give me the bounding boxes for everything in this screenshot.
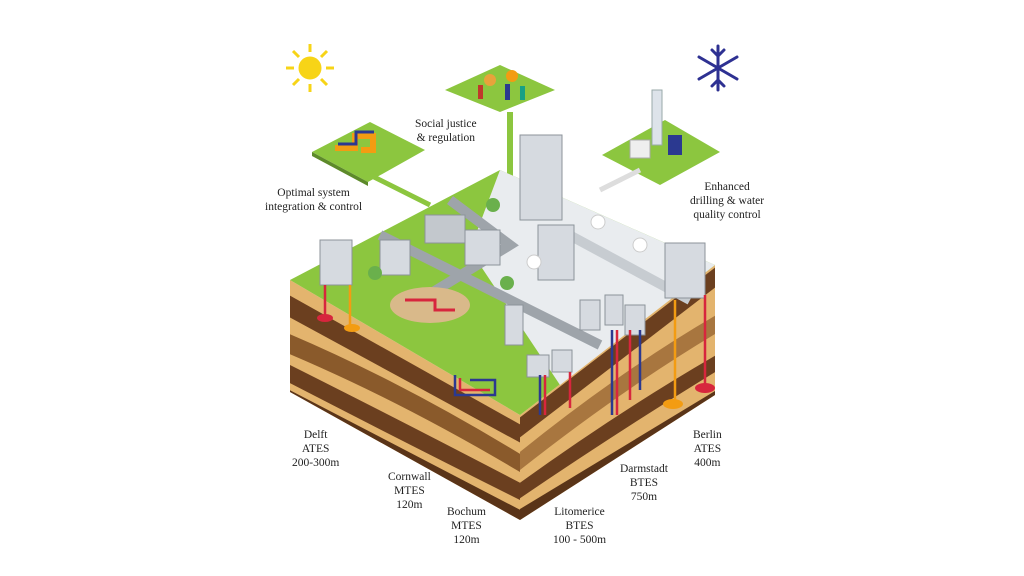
site-city: Cornwall <box>388 471 431 483</box>
site-type: MTES <box>451 520 482 532</box>
site-city: Delft <box>303 429 328 441</box>
site-city: Litomerice <box>554 506 605 518</box>
site-city: Darmstadt <box>620 463 668 475</box>
site-type: ATES <box>693 443 722 455</box>
site-type: BTES <box>565 520 594 532</box>
label-line: drilling & water <box>690 195 765 207</box>
label-drilling-control: Enhanced drilling & water quality contro… <box>690 180 764 222</box>
site-type: MTES <box>394 485 425 497</box>
wells <box>317 285 715 415</box>
snowflake-icon <box>697 44 739 92</box>
site-depth: 750m <box>630 491 658 503</box>
site-depth: 120m <box>396 499 423 511</box>
label-system-integration: Optimal system integration & control <box>265 186 362 214</box>
drilling-tile <box>602 89 720 185</box>
site-depth: 400m <box>694 457 721 469</box>
site-city: Berlin <box>693 429 722 441</box>
label-line: Enhanced <box>704 181 750 193</box>
site-type: BTES <box>629 477 659 489</box>
label-line: integration & control <box>265 201 363 213</box>
site-city: Bochum <box>447 506 486 518</box>
site-depth: 200-300m <box>292 457 340 469</box>
label-line: Optimal system <box>277 187 350 199</box>
buildings <box>319 134 706 378</box>
trees <box>368 198 648 290</box>
sun-icon <box>286 44 334 92</box>
label-line: & regulation <box>416 132 476 144</box>
site-type: ATES <box>301 443 330 455</box>
site-depth: 100 - 500m <box>553 534 607 546</box>
integration-tile <box>312 122 425 186</box>
label-social-justice: Social justice & regulation <box>415 117 477 145</box>
site-depth: 120m <box>453 534 480 546</box>
social-tile <box>445 65 555 112</box>
city-surface <box>290 170 715 415</box>
label-line: Social justice <box>415 118 477 130</box>
label-line: quality control <box>693 209 761 221</box>
